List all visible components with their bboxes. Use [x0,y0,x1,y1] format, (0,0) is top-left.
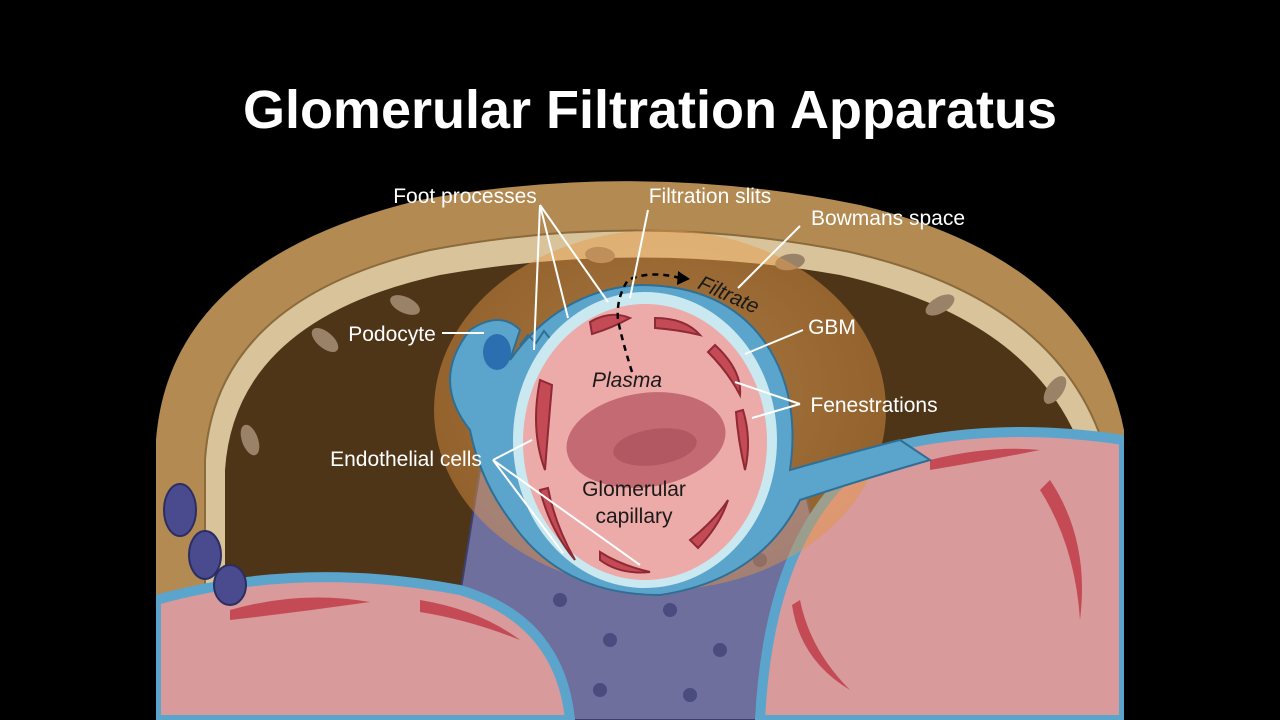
label-foot-processes: Foot processes [393,185,537,208]
label-gbm: GBM [808,316,856,339]
label-endothelial-cells: Endothelial cells [330,448,482,471]
podocyte-nucleus [483,334,511,370]
label-plasma: Plasma [592,369,662,392]
filtrate-arrowhead [677,271,690,285]
leader-lines [442,204,804,566]
label-capillary-line1: Glomerular [582,478,686,501]
left-podocyte-cluster [163,483,247,606]
adjacent-endothelial-cells [230,448,1082,690]
page-title: Glomerular Filtration Apparatus [243,80,1057,140]
illustration [156,181,1124,720]
label-bowmans-space: Bowmans space [811,207,965,230]
label-capillary-line2: capillary [595,505,673,528]
label-podocyte: Podocyte [348,323,436,346]
endothelial-cells [535,313,749,574]
red-blood-cell-center [613,428,697,466]
label-fenestrations: Fenestrations [810,394,937,417]
label-filtration-slits: Filtration slits [649,185,772,208]
